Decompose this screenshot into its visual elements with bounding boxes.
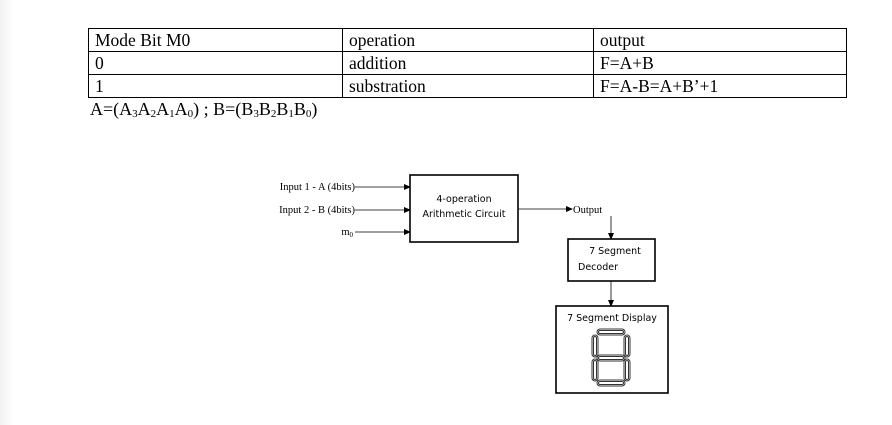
table-row: 1 substration F=A-B=A+B’+1: [88, 74, 847, 98]
cell-output: F=A-B=A+B’+1: [593, 74, 847, 98]
input1-label: Input 1 - A (4bits): [280, 182, 356, 193]
arith-block-line2: Arithmetic Circuit: [422, 209, 505, 220]
table-row: 0 addition F=A+B: [88, 51, 847, 75]
formula-text: ): [311, 99, 318, 119]
cell-output: F=A+B: [593, 51, 847, 75]
output-label: Output: [573, 205, 602, 216]
arithmetic-circuit-block: [409, 174, 519, 243]
decoder-block: [567, 238, 656, 282]
header-output: output: [593, 28, 847, 52]
segment-b: [623, 334, 631, 358]
arith-block-line1: 4-operation: [436, 194, 491, 205]
segment-a: [596, 328, 626, 336]
b-term: B2: [258, 99, 277, 120]
a-term: A0: [174, 99, 194, 120]
cell-operation: substration: [342, 74, 594, 98]
decoder-line2: Decoder: [578, 262, 618, 273]
b-term: B3: [241, 99, 259, 120]
segment-f: [591, 334, 599, 358]
segment-c: [623, 358, 631, 382]
cell-operation: addition: [342, 51, 594, 75]
cell-mode-bit: 1: [88, 74, 343, 98]
a-term: A1: [156, 99, 175, 120]
operand-definition: A=(A3A2A1A0) ; B=(B3B2B1B0): [90, 98, 317, 125]
b-term: B0: [293, 99, 312, 120]
segment-e: [591, 358, 599, 382]
formula-text: A=(: [90, 99, 120, 119]
decoder-line1: 7 Segment: [589, 246, 641, 257]
mode-bit-table: Mode Bit M0 operation output 0 addition …: [88, 28, 847, 98]
display-block: [555, 305, 669, 394]
b-term: B1: [276, 99, 294, 120]
segment-d: [596, 379, 626, 387]
input2-label: Input 2 - B (4bits): [279, 205, 355, 216]
mode-input-label: m0: [341, 227, 353, 239]
display-title: 7 Segment Display: [567, 313, 657, 324]
table-header-row: Mode Bit M0 operation output: [88, 28, 847, 52]
a-term: A2: [137, 99, 157, 120]
header-mode-bit: Mode Bit M0: [88, 28, 343, 52]
a-term: A3: [119, 99, 138, 120]
page-shadow: [0, 0, 14, 425]
seven-segment-digit-icon: [591, 328, 631, 387]
segment-g: [596, 354, 626, 362]
formula-text: ) ; B=(: [193, 99, 242, 119]
